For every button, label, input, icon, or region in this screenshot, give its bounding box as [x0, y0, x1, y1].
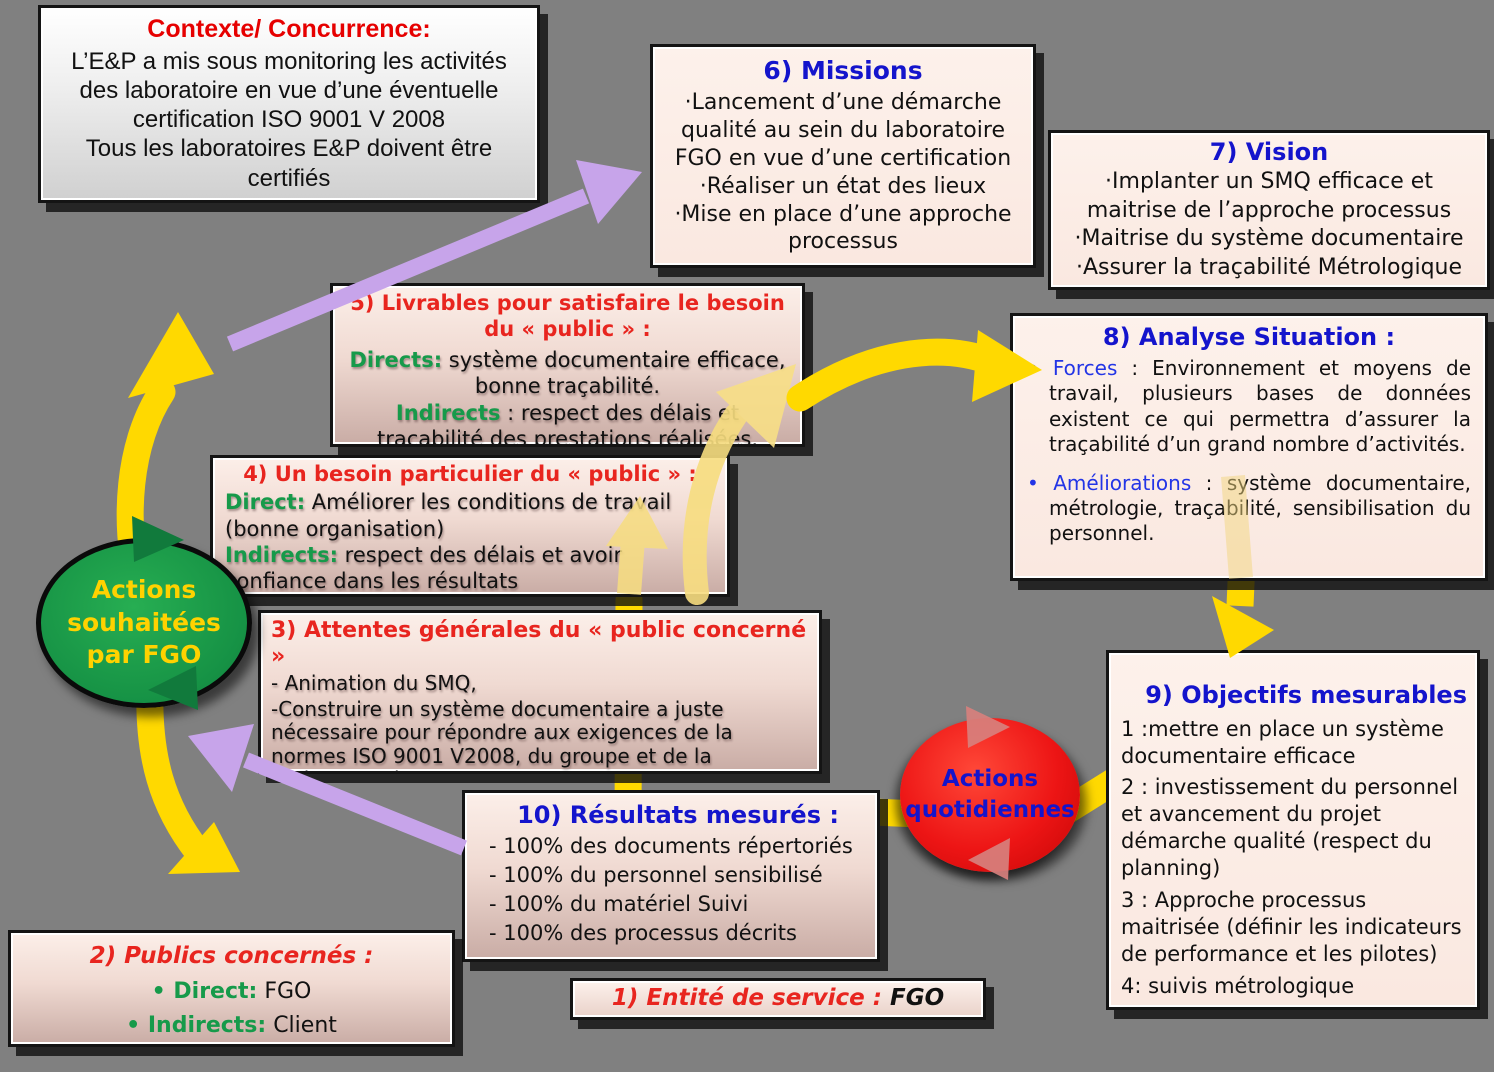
list-item: 1 :mettre en place un système documentai… [1121, 716, 1444, 768]
resultats-title: 10) Résultats mesurés : [517, 801, 839, 829]
besoin-direct: Direct: Améliorer les conditions de trav… [225, 489, 715, 542]
list-item: ·Implanter un SMQ efficace et maitrise d… [1086, 169, 1452, 223]
entite-box: 1) Entité de service : FGO [570, 978, 986, 1020]
arrow-analyse-to-objectifs-head [1212, 596, 1274, 658]
list-item: ·Mise en place d’une approche processus [674, 201, 1012, 255]
entite-value: FGO [889, 985, 945, 1011]
context-body-2: Tous les laboratoires E&P doivent être c… [85, 135, 493, 192]
forces-text: : Environnement et moyens de travail, pl… [1049, 356, 1472, 456]
list-item: 3 : Approche processus maitrisée (défini… [1121, 887, 1462, 966]
ameliorations-text: : système documentaire, métrologie, traç… [1049, 470, 1471, 546]
direct-label: Direct: [225, 490, 306, 515]
green-ellipse-line: par FGO [86, 640, 202, 670]
red-ellipse: Actions quotidiennes [900, 718, 1080, 872]
context-body-1: L’E&P a mis sous monitoring les activité… [71, 47, 507, 134]
green-ellipse: Actions souhaitées par FGO [36, 538, 252, 708]
list-item: - 100% du personnel sensibilisé [489, 863, 823, 888]
livrables-box: 5) Livrables pour satisfaire le besoin d… [330, 283, 805, 447]
bullet: • [1027, 470, 1054, 495]
analyse-ameliorations: • Améliorations : système documentaire, … [1027, 471, 1471, 547]
direct-label: Direct: [173, 978, 258, 1004]
besoin-box: 4) Un besoin particulier du « public » :… [210, 455, 730, 597]
besoin-title: 4) Un besoin particulier du « public » : [243, 462, 697, 486]
analyse-title: 8) Analyse Situation : [1102, 323, 1396, 351]
list-item: - 100% des documents répertoriés [489, 834, 853, 859]
resultats-box: 10) Résultats mesurés : - 100% des docum… [462, 790, 880, 962]
direct-text: FGO [257, 978, 312, 1004]
list-item: ·Réaliser un état des lieux [699, 173, 987, 199]
missions-title: 6) Missions [763, 56, 923, 85]
list-item: - 100% des processus décrits [489, 921, 797, 946]
list-item: - 100% du matériel Suivi [489, 892, 749, 917]
publics-title: 2) Publics concernés : [89, 943, 374, 969]
objectifs-title: 9) Objectifs mesurables [1145, 681, 1467, 709]
arrow-green-ellipse-down [136, 674, 212, 866]
list-item: ·Assurer la traçabilité Métrologique [1075, 254, 1463, 280]
objectifs-box: 9) Objectifs mesurables 1 :mettre en pla… [1106, 650, 1480, 1010]
bullet: • [151, 978, 174, 1004]
besoin-indirect: Indirects: respect des délais et avoir c… [225, 542, 715, 594]
publics-indirect: • Indirects: Client [17, 1009, 446, 1043]
analyse-box: 8) Analyse Situation : • Forces : Enviro… [1010, 313, 1488, 581]
livrables-direct: Directs: système documentaire efficace, … [341, 347, 794, 400]
indirect-text: respect des délais et avoir confiance da… [225, 542, 623, 593]
entite-label: 1) Entité de service : [611, 985, 890, 1011]
list-item: - Animation du SMQ, [271, 670, 477, 695]
vision-box: 7) Vision ·Implanter un SMQ efficace et … [1048, 130, 1490, 290]
indirect-label: Indirects: [225, 542, 338, 567]
vision-title: 7) Vision [1209, 138, 1329, 166]
list-item: 4: suivis métrologique [1121, 973, 1355, 998]
list-item: -Construire un système documentaire a ju… [271, 696, 733, 771]
red-ellipse-line: Actions [941, 765, 1039, 792]
bullet: • [126, 1012, 148, 1038]
list-item: ·Maitrise du système documentaire [1074, 226, 1464, 252]
missions-box: 6) Missions ·Lancement d’une démarche qu… [650, 44, 1036, 268]
red-ellipse-line: quotidiennes [905, 797, 1075, 823]
livrables-indirect: Indirects : respect des délais et traçab… [341, 400, 794, 444]
indirect-label: Indirects: [147, 1012, 267, 1038]
direct-label: Directs: [349, 347, 443, 372]
ameliorations-label: Améliorations [1053, 470, 1192, 495]
arrow-green-ellipse-up-head [128, 312, 214, 398]
attentes-box: 3) Attentes générales du « public concer… [258, 610, 822, 774]
indirect-label: Indirects [395, 400, 501, 425]
forces-label: Forces [1052, 356, 1118, 381]
livrables-title: 5) Livrables pour satisfaire le besoin d… [350, 291, 785, 342]
indirect-text: Client [266, 1012, 337, 1038]
context-box: Contexte/ Concurrence: L’E&P a mis sous … [38, 5, 540, 203]
bullet: • [1027, 356, 1053, 381]
list-item: ·Lancement d’une démarche qualité au sei… [674, 89, 1012, 171]
direct-text: système documentaire efficace, bonne tra… [442, 347, 786, 399]
arrow-green-ellipse-down-head [168, 822, 240, 874]
context-title: Contexte/ Concurrence: [147, 15, 431, 43]
publics-box: 2) Publics concernés : • Direct: FGO • I… [8, 930, 455, 1047]
publics-direct: • Direct: FGO [17, 975, 446, 1009]
list-item: 2 : investissement du personnel et avanc… [1121, 775, 1459, 881]
green-ellipse-line: Actions [91, 575, 197, 605]
green-ellipse-line: souhaitées [67, 607, 221, 637]
attentes-title: 3) Attentes générales du « public concer… [271, 618, 807, 669]
arrow-livrables-to-analyse [786, 330, 1042, 412]
analyse-forces: • Forces : Environnement et moyens de tr… [1027, 356, 1471, 457]
